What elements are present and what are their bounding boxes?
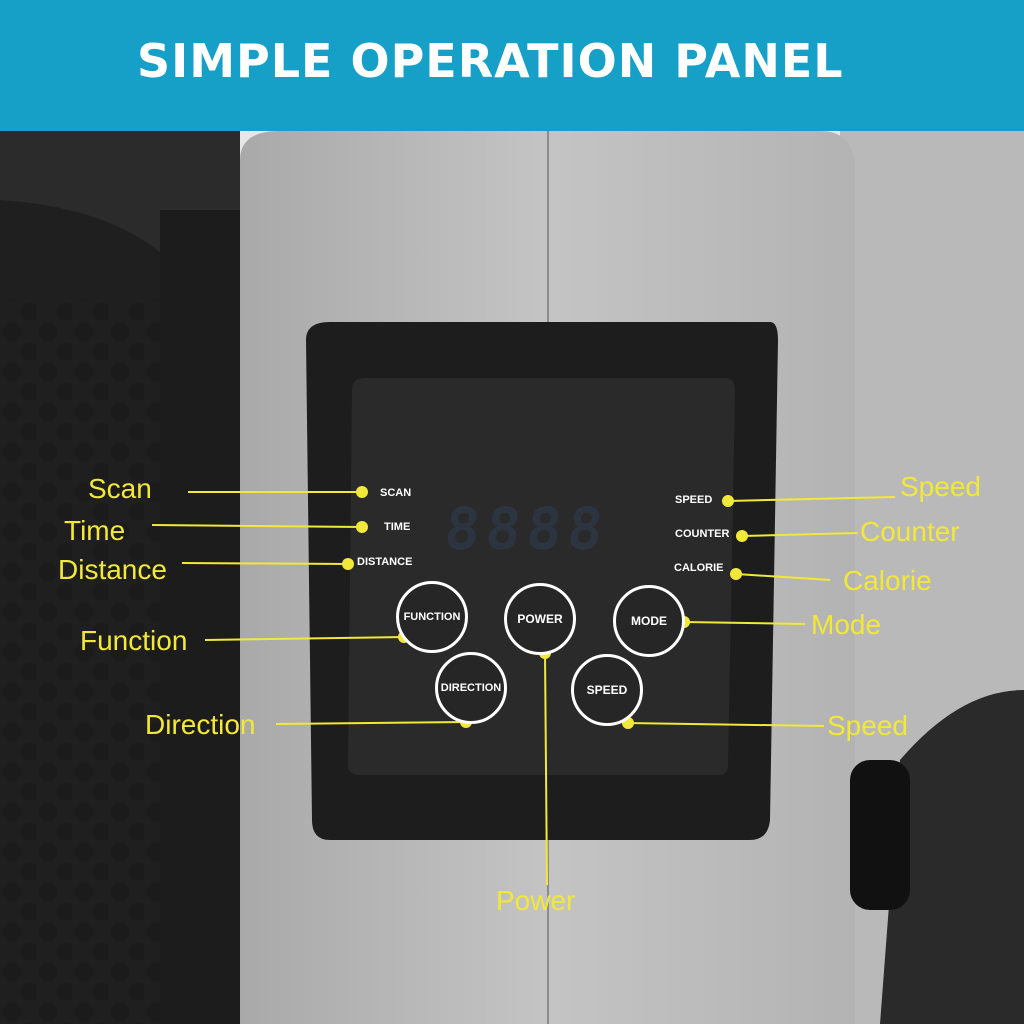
callout-direction: Direction bbox=[145, 709, 256, 740]
indicator-speed: SPEED bbox=[675, 494, 713, 506]
callout-speed-top: Speed bbox=[900, 471, 981, 502]
speed-button[interactable]: SPEED bbox=[571, 654, 643, 726]
callout-power: Power bbox=[496, 885, 576, 916]
indicator-distance: DISTANCE bbox=[357, 556, 413, 568]
callout-counter: Counter bbox=[860, 516, 960, 547]
left-pedal bbox=[0, 131, 240, 1024]
callout-speed-bottom: Speed bbox=[827, 710, 908, 741]
callout-mode: Mode bbox=[811, 609, 882, 640]
led-display: 8888 bbox=[441, 495, 613, 563]
panel-face bbox=[348, 378, 735, 775]
indicator-scan: SCAN bbox=[380, 487, 412, 499]
callout-function: Function bbox=[80, 625, 188, 656]
indicator-time: TIME bbox=[384, 521, 411, 533]
callout-time: Time bbox=[64, 515, 126, 546]
stepper-machine-photo bbox=[0, 131, 1024, 1024]
function-button[interactable]: FUNCTION bbox=[396, 581, 468, 653]
right-pedal bbox=[850, 690, 1024, 1024]
power-button[interactable]: POWER bbox=[504, 583, 576, 655]
callout-distance: Distance bbox=[58, 554, 167, 585]
banner-title: SIMPLE OPERATION PANEL bbox=[137, 34, 844, 88]
indicator-calorie: CALORIE bbox=[674, 562, 724, 574]
header-banner: SIMPLE OPERATION PANEL bbox=[0, 0, 1024, 131]
direction-button[interactable]: DIRECTION bbox=[435, 652, 507, 724]
indicator-counter: COUNTER bbox=[675, 528, 730, 540]
callout-scan: Scan bbox=[88, 473, 152, 504]
callout-calorie: Calorie bbox=[843, 565, 932, 596]
mode-button[interactable]: MODE bbox=[613, 585, 685, 657]
